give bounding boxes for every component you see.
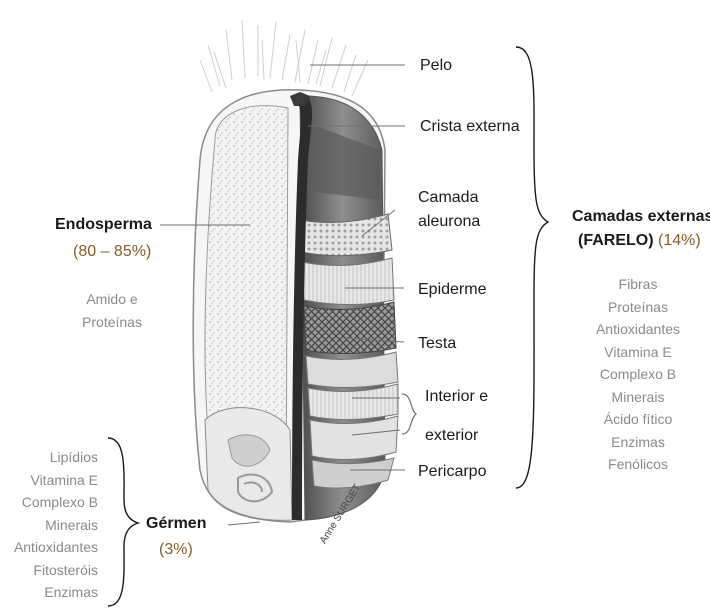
left-brace [108, 438, 138, 606]
label-pelo: Pelo [420, 56, 452, 76]
camadas-percent: (14%) [658, 232, 701, 249]
label-aleurona: aleurona [418, 212, 480, 232]
list-item: Antioxidantes [0, 536, 98, 559]
list-item: Vitamina E [0, 469, 98, 492]
label-crista-externa: Crista externa [420, 117, 520, 137]
small-brace [402, 394, 416, 434]
list-item: Fitosteróis [0, 559, 98, 582]
epidermis-strip [302, 258, 394, 305]
list-item: Antioxidantes [578, 318, 698, 341]
camadas-contents: Fibras Proteínas Antioxidantes Vitamina … [578, 273, 698, 476]
list-item: Ácido fítico [578, 408, 698, 431]
germen-contents: Lipídios Vitamina E Complexo B Minerais … [0, 446, 98, 604]
label-exterior: exterior [425, 426, 478, 446]
camadas-subtitle: (FARELO) (14%) [578, 231, 701, 251]
list-item: Fibras [578, 273, 698, 296]
list-item: Enzimas [578, 431, 698, 454]
list-item: Minerais [578, 386, 698, 409]
list-item: Fenólicos [578, 453, 698, 476]
endosperma-percent: (80 – 85%) [73, 242, 151, 262]
germen-title: Gérmen [146, 514, 206, 534]
label-testa: Testa [418, 334, 456, 354]
label-epiderme: Epiderme [418, 280, 486, 300]
label-pericarpo: Pericarpo [418, 462, 486, 482]
list-item: Complexo B [578, 363, 698, 386]
endosperma-title: Endosperma [55, 215, 152, 235]
right-brace [516, 47, 548, 488]
endosperma-contents: Amido e Proteínas [68, 288, 156, 333]
hairs [200, 20, 368, 96]
label-interior: Interior e [425, 387, 488, 407]
list-item: Lipídios [0, 446, 98, 469]
camadas-title: Camadas externas [572, 207, 710, 227]
list-item: Amido e [68, 288, 156, 311]
list-item: Complexo B [0, 491, 98, 514]
list-item: Minerais [0, 514, 98, 537]
list-item: Enzimas [0, 581, 98, 604]
list-item: Proteínas [578, 296, 698, 319]
label-camada: Camada [418, 188, 478, 208]
testa-strip [304, 302, 396, 354]
germen-percent: (3%) [159, 540, 193, 560]
list-item: Vitamina E [578, 341, 698, 364]
farelo-label: (FARELO) [578, 232, 654, 249]
list-item: Proteínas [68, 311, 156, 334]
